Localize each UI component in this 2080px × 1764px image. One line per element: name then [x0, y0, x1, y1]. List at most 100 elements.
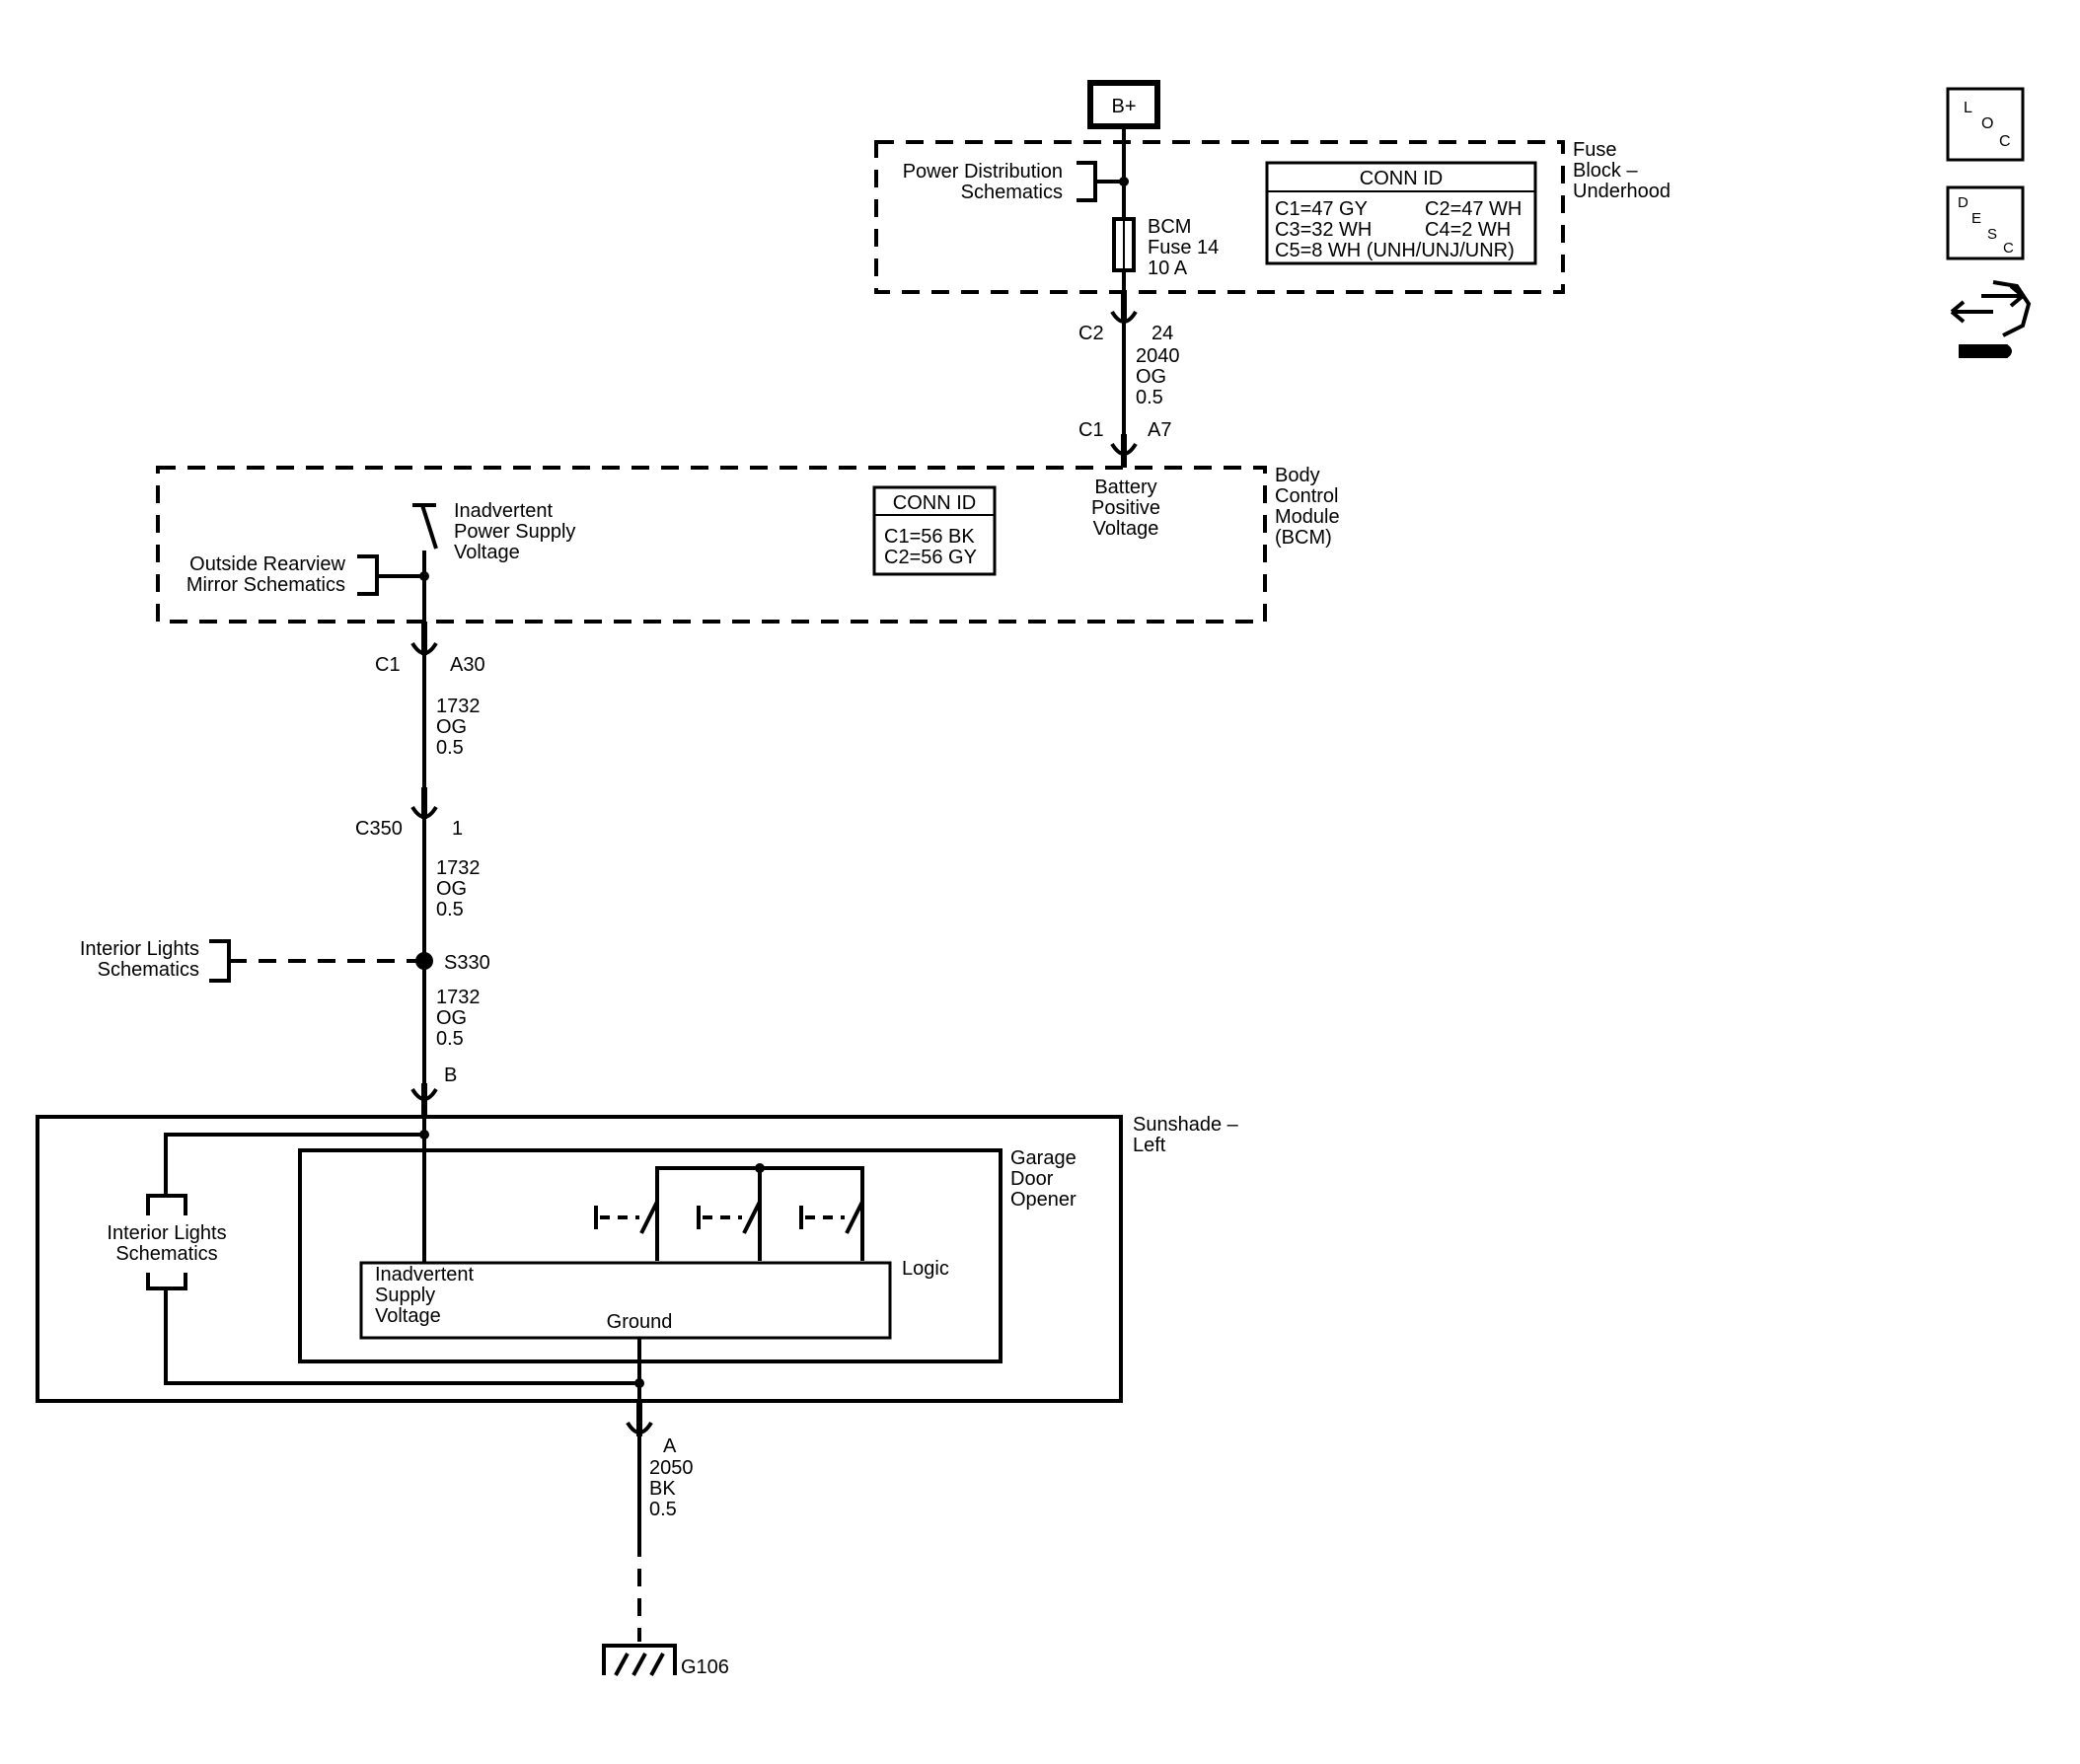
bcm-conn-id: CONN ID C1=56 BK C2=56 GY — [872, 485, 997, 576]
wire-1732-a-color: OG — [436, 716, 467, 738]
power-distribution-ref[interactable]: Power Distribution Schematics — [903, 161, 1129, 203]
bcm-conn-c1: C1=56 BK — [884, 526, 975, 548]
fuse-conn-c2: C2=47 WH — [1425, 198, 1522, 220]
connector-c1-a30: C1 A30 — [375, 622, 485, 676]
ground-g106: G106 — [602, 1644, 729, 1678]
c2-label: C2 — [1078, 323, 1104, 344]
logic-label: Logic — [902, 1258, 949, 1280]
fuse-conn-c3: C3=32 WH — [1275, 219, 1372, 241]
supply-line2: Supply — [375, 1285, 435, 1306]
splice-s330: S330 — [415, 952, 490, 974]
connector-a-pin: A — [663, 1435, 677, 1457]
wire-2050-gauge: 0.5 — [649, 1499, 677, 1520]
logic-module: Logic Inadvertent Supply Voltage Ground — [359, 1258, 949, 1340]
mirror-ref-line1[interactable]: Outside Rearview — [189, 553, 345, 575]
connector-c2-24: C2 24 — [1078, 292, 1173, 344]
fuse-block-name-line3: Underhood — [1573, 181, 1671, 202]
bcm-input-line1: Battery — [1094, 477, 1156, 498]
wire-1732-b-gauge: 0.5 — [436, 899, 464, 920]
interior-lights-ref-splice[interactable]: Interior Lights Schematics — [80, 938, 424, 983]
desc-letter-e: E — [1971, 210, 1981, 227]
desc-letter-c: C — [2003, 240, 2014, 257]
fuse-conn-c4: C4=2 WH — [1425, 219, 1511, 241]
connector-c350: C350 1 — [355, 787, 463, 840]
desc-letter-s: S — [1987, 226, 1997, 243]
connector-tool-icon[interactable] — [1950, 280, 2032, 358]
wire-1732-c-gauge: 0.5 — [436, 1028, 464, 1050]
sunshade-left: Sunshade – Left — [36, 1114, 1239, 1403]
fuse-conn-c5: C5=8 WH (UNH/UNJ/UNR) — [1275, 240, 1515, 261]
bcm-conn-c2: C2=56 GY — [884, 547, 977, 568]
connector-c1-a7: C1 A7 — [1078, 419, 1171, 468]
c350-label: C350 — [355, 818, 403, 840]
wire-2050-color: BK — [649, 1478, 676, 1500]
splice-ref-line2[interactable]: Schematics — [98, 959, 199, 981]
connector-b: B — [410, 1065, 457, 1117]
wire-1732-b: 1732 OG 0.5 — [436, 857, 481, 920]
c1-a30-pin: A30 — [450, 654, 485, 676]
power-source: B+ — [1087, 80, 1160, 129]
supply-line1: Inadvertent — [375, 1264, 475, 1286]
ground-pin-label: Ground — [607, 1311, 673, 1333]
sunshade-lights-ref-line2[interactable]: Schematics — [115, 1243, 217, 1265]
connector-a: A — [626, 1401, 677, 1457]
fuse-conn-id-title: CONN ID — [1360, 168, 1443, 189]
desc-letter-d: D — [1958, 194, 1969, 211]
ground-id: G106 — [681, 1656, 729, 1678]
c1-a7-label: C1 — [1078, 419, 1104, 441]
fuse-block-name-line1: Fuse — [1573, 139, 1616, 161]
gdo-line2: Door — [1010, 1168, 1054, 1190]
body-control-module: Body Control Module (BCM) Battery Positi… — [156, 465, 1340, 624]
loc-icon[interactable]: L O C — [1946, 87, 2025, 162]
bcm-input-line2: Positive — [1091, 497, 1160, 519]
fuse-block-underhood: Fuse Block – Underhood — [874, 139, 1671, 294]
wire-1732-c-color: OG — [436, 1007, 467, 1029]
c2-pin: 24 — [1151, 323, 1173, 344]
bcm-name-line1: Body — [1275, 465, 1320, 486]
splice-id: S330 — [444, 952, 490, 974]
fuse-label-line3: 10 A — [1148, 257, 1188, 279]
wire-2040-circuit: 2040 — [1136, 345, 1180, 367]
bcm-name-line3: Module — [1275, 506, 1340, 528]
sunshade-name-line2: Left — [1133, 1135, 1166, 1156]
wire-2050: 2050 BK 0.5 — [649, 1457, 694, 1520]
gdo-line3: Opener — [1010, 1189, 1077, 1211]
wire-2050-circuit: 2050 — [649, 1457, 694, 1479]
fuse-label-line2: Fuse 14 — [1148, 237, 1219, 258]
wire-1732-c-circuit: 1732 — [436, 987, 481, 1008]
garage-door-opener: Garage Door Opener — [298, 1147, 1077, 1363]
splice-ref-line1[interactable]: Interior Lights — [80, 938, 199, 960]
pds-ref-line1[interactable]: Power Distribution — [903, 161, 1063, 183]
fuse-label-line1: BCM — [1148, 216, 1191, 238]
wire-2040: 2040 OG 0.5 — [1136, 345, 1180, 408]
wire-2040-color: OG — [1136, 366, 1166, 388]
c350-pin: 1 — [452, 818, 463, 840]
sunshade-lights-ref-line1[interactable]: Interior Lights — [107, 1222, 226, 1244]
c1-a7-pin: A7 — [1148, 419, 1171, 441]
mirror-ref-line2[interactable]: Mirror Schematics — [186, 574, 345, 596]
gdo-line1: Garage — [1010, 1147, 1077, 1169]
fuse-conn-c1: C1=47 GY — [1275, 198, 1368, 220]
power-source-label: B+ — [1111, 96, 1136, 117]
interior-lights-ref-sunshade[interactable]: Interior Lights Schematics — [107, 1130, 639, 1385]
wire-1732-b-circuit: 1732 — [436, 857, 481, 879]
loc-letter-c: C — [1999, 133, 2011, 150]
wire-1732-b-color: OG — [436, 878, 467, 900]
loc-letter-l: L — [1964, 100, 1972, 116]
desc-icon[interactable]: D E S C — [1946, 185, 2025, 260]
wire-1732-c: 1732 OG 0.5 — [436, 987, 481, 1050]
bcm-output-line2: Power Supply — [454, 521, 575, 543]
pds-ref-line2[interactable]: Schematics — [961, 182, 1063, 203]
bcm-conn-id-title: CONN ID — [893, 492, 976, 514]
mirror-schematics-ref[interactable]: Outside Rearview Mirror Schematics — [186, 553, 424, 596]
connector-b-pin: B — [444, 1065, 457, 1086]
bcm-name-line4: (BCM) — [1275, 527, 1332, 549]
wire-1732-a: 1732 OG 0.5 — [436, 696, 481, 759]
wire-1732-a-circuit: 1732 — [436, 696, 481, 717]
wire-2040-gauge: 0.5 — [1136, 387, 1163, 408]
sunshade-name-line1: Sunshade – — [1133, 1114, 1239, 1136]
loc-letter-o: O — [1981, 115, 1993, 132]
fuse-block-conn-id: CONN ID C1=47 GY C2=47 WH C3=32 WH C4=2 … — [1265, 161, 1537, 265]
wire-1732-a-gauge: 0.5 — [436, 737, 464, 759]
